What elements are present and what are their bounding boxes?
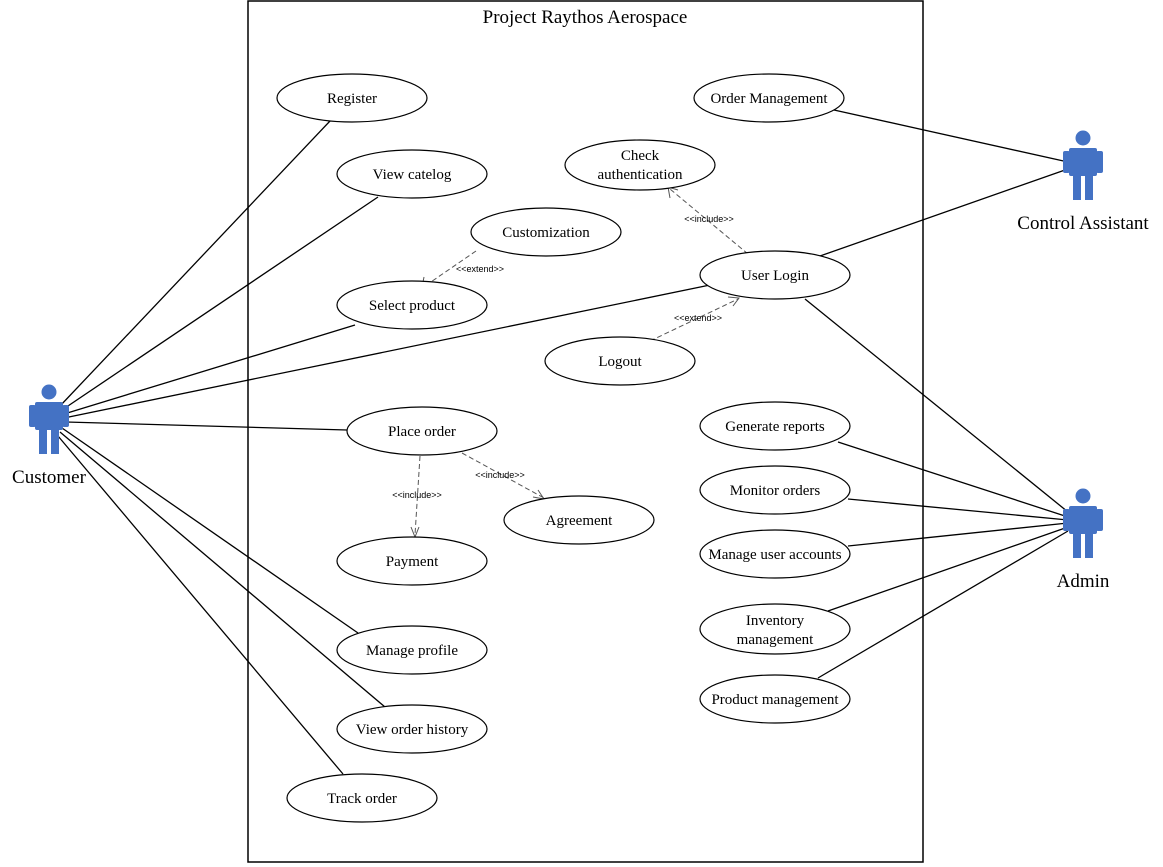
use-case-payment: Payment — [336, 536, 488, 586]
use-case-logout: Logout — [544, 336, 696, 386]
use-case-generate-reports: Generate reports — [699, 401, 851, 451]
use-case-view-catalog: View catelog — [336, 149, 488, 199]
use-case-register: Register — [276, 73, 428, 123]
use-case-agreement-label: Agreement — [546, 513, 613, 529]
association-admin-monitor-orders — [847, 498, 1069, 521]
actor-admin: Admin — [1057, 488, 1110, 592]
use-case-manage-profile-label: Manage profile — [366, 643, 458, 659]
association-admin-generate-reports — [837, 441, 1069, 518]
association-customer-view-catalog — [61, 196, 379, 411]
association-customer-select-product — [63, 324, 356, 415]
customer-associations — [57, 120, 711, 775]
association-assistant-order-management — [833, 109, 1069, 163]
use-case-check-authentication-label-line-2: authentication — [598, 167, 683, 183]
association-customer-track-order — [57, 435, 344, 775]
use-case-check-authentication: Check authentication — [564, 139, 716, 191]
association-customer-view-order-history — [59, 431, 386, 708]
use-case-customization-label: Customization — [502, 225, 590, 241]
association-assistant-user-login — [819, 169, 1066, 257]
association-customer-register — [59, 120, 331, 407]
use-case-user-login-label: User Login — [741, 268, 809, 284]
use-case-agreement: Agreement — [503, 495, 655, 545]
use-case-order-management-label: Order Management — [710, 91, 828, 107]
include-place-order-to-payment — [414, 455, 421, 536]
use-case-user-login: User Login — [699, 250, 851, 300]
association-admin-product-management — [817, 530, 1069, 679]
system-title: Project Raythos Aerospace — [483, 7, 688, 28]
stereotype-extend-customization: <<extend>> — [456, 264, 504, 274]
use-case-monitor-orders-label: Monitor orders — [730, 483, 821, 499]
actor-control-assistant-label: Control Assistant — [1017, 213, 1149, 234]
association-admin-manage-user-accounts — [847, 522, 1069, 547]
actor-customer-label: Customer — [12, 467, 87, 488]
use-case-select-product-label: Select product — [369, 298, 456, 314]
use-case-inventory-management-label-line-2: management — [737, 632, 814, 648]
extend-logout-to-login — [649, 298, 739, 342]
actor-control-assistant: Control Assistant — [1017, 130, 1149, 234]
admin-actor-icon — [1063, 488, 1103, 558]
use-case-product-management-label: Product management — [711, 692, 839, 708]
use-case-inventory-management: Inventory management — [699, 603, 851, 655]
use-case-view-order-history-label: View order history — [356, 722, 469, 738]
include-login-to-authentication — [669, 188, 749, 255]
stereotype-include-authentication: <<include>> — [684, 214, 734, 224]
system-boundary — [247, 0, 924, 863]
use-case-manage-user-accounts: Manage user accounts — [699, 529, 851, 579]
control-assistant-actor-icon — [1063, 130, 1103, 200]
use-case-view-order-history: View order history — [336, 704, 488, 754]
association-customer-user-login — [63, 284, 711, 419]
use-case-order-management: Order Management — [693, 73, 845, 123]
use-case-check-authentication-label-line-1: Check — [621, 148, 660, 164]
control-assistant-associations — [819, 109, 1069, 257]
use-case-monitor-orders: Monitor orders — [699, 465, 851, 515]
use-case-manage-profile: Manage profile — [336, 625, 488, 675]
use-case-customization: Customization — [470, 207, 622, 257]
use-case-place-order-label: Place order — [388, 424, 456, 440]
stereotype-extend-logout: <<extend>> — [674, 313, 722, 323]
use-case-manage-user-accounts-label: Manage user accounts — [708, 547, 841, 563]
stereotype-include-payment: <<include>> — [392, 490, 442, 500]
actor-customer: Customer — [12, 384, 87, 488]
customer-actor-icon — [29, 384, 69, 454]
use-case-register-label: Register — [327, 91, 377, 107]
use-case-logout-label: Logout — [598, 354, 642, 370]
use-case-track-order-label: Track order — [327, 791, 397, 807]
association-admin-inventory-management — [827, 526, 1069, 612]
association-admin-user-login — [804, 298, 1069, 513]
use-case-place-order: Place order — [346, 406, 498, 456]
actor-admin-label: Admin — [1057, 571, 1110, 592]
use-case-payment-label: Payment — [386, 554, 439, 570]
use-case-view-catalog-label: View catelog — [373, 167, 452, 183]
association-customer-manage-profile — [61, 427, 359, 634]
use-case-product-management: Product management — [699, 674, 851, 724]
use-case-inventory-management-label-line-1: Inventory — [746, 613, 805, 629]
association-customer-place-order — [65, 421, 348, 431]
extend-customization-to-select-product — [424, 250, 477, 287]
use-case-generate-reports-label: Generate reports — [725, 419, 825, 435]
arrowhead-user-login — [727, 296, 740, 307]
admin-associations — [804, 298, 1069, 679]
use-case-select-product: Select product — [336, 280, 488, 330]
use-case-track-order: Track order — [286, 773, 438, 823]
stereotype-include-agreement: <<include>> — [475, 470, 525, 480]
